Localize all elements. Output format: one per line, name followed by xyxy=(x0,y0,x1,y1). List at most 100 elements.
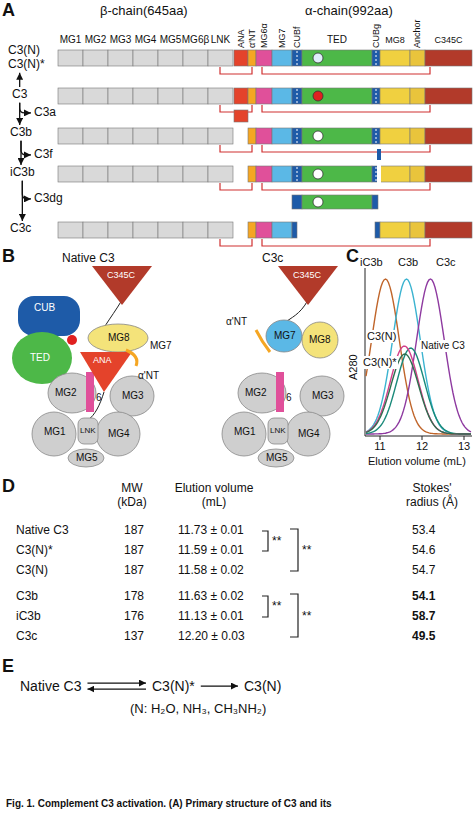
table-cell: 187 xyxy=(124,524,144,538)
label-text: MG1 xyxy=(44,426,66,438)
label-text: ANA xyxy=(236,29,246,48)
label-text: MG2 xyxy=(85,34,107,46)
label-text: MG4 xyxy=(108,428,130,440)
table-cell: iC3b xyxy=(16,610,41,624)
node-text: C3b xyxy=(10,125,32,139)
label-text: MG2 xyxy=(55,387,77,399)
label-text: (N: H₂O, NH₃, CH₃NH₂) xyxy=(130,702,266,717)
label-text: MG5 xyxy=(160,34,182,46)
label-text: TED xyxy=(327,34,347,46)
label-text: 6 xyxy=(96,392,102,404)
label-text: MG6β xyxy=(182,34,209,46)
label-text: 13 xyxy=(458,440,470,453)
node-text: Native C3 xyxy=(20,678,81,694)
fragment-label: C3dg xyxy=(32,192,65,206)
label-text: MG6α xyxy=(259,23,269,48)
table-cell: C3(N) xyxy=(16,564,48,578)
node-text: C3(N) xyxy=(244,678,281,694)
label-text: TED xyxy=(30,352,50,364)
panel-letter: E xyxy=(2,656,14,677)
fragment-label: C3c xyxy=(8,222,33,236)
reaction-arrow xyxy=(87,682,146,683)
node-text: C3f xyxy=(34,147,53,161)
label-text: Native C3 xyxy=(420,340,466,352)
state-label: C3(N) xyxy=(242,678,283,694)
reaction-arrow xyxy=(87,688,146,689)
fragment-label: iC3b xyxy=(8,166,37,180)
table-cell: 187 xyxy=(124,544,144,558)
figure-caption: Fig. 1. Complement C3 activation. (A) Pr… xyxy=(6,798,332,810)
label-text: LNK xyxy=(270,426,286,435)
label-text: MW (kDa) xyxy=(112,482,152,510)
fragment-label: C3b xyxy=(8,126,34,140)
label-text: Elution volume (mL) xyxy=(368,455,466,468)
label-text: β-chain(645aa) xyxy=(100,4,188,19)
label-text: α'NT xyxy=(226,316,247,328)
label-text: MG7 xyxy=(277,28,287,48)
label-text: α'NT xyxy=(247,29,257,48)
label-text: MG5 xyxy=(76,452,98,464)
label-text: α'NT xyxy=(138,370,159,382)
panel-letter: B xyxy=(2,246,15,267)
table-cell: 11.63 ± 0.02 xyxy=(178,590,244,604)
label-text: Anchor xyxy=(412,19,422,48)
label-text: α-chain(992aa) xyxy=(305,4,393,19)
node-text: C3(N) xyxy=(8,43,40,57)
fragment-label: C3(N) xyxy=(6,44,42,58)
reaction-arrow xyxy=(19,103,20,125)
label-text: MG8 xyxy=(385,35,405,45)
label-text: MG3 xyxy=(122,390,144,402)
table-cell: 178 xyxy=(124,590,144,604)
node-text: C3a xyxy=(34,105,56,119)
table-cell: 54.6 xyxy=(412,544,435,558)
table-cell: 137 xyxy=(124,630,144,644)
label-text: LNK xyxy=(80,426,96,435)
label-text: MG8 xyxy=(108,332,130,344)
label-text: C3c xyxy=(262,252,283,266)
label-text: C345C xyxy=(434,35,462,45)
table-cell: ** xyxy=(272,600,281,614)
node-text: iC3b xyxy=(10,165,35,179)
table-cell: 176 xyxy=(124,610,144,624)
fragment-label: C3f xyxy=(32,148,55,162)
label-text: 6 xyxy=(286,392,292,404)
table-cell: Native C3 xyxy=(16,524,69,538)
table-cell: ** xyxy=(302,544,311,558)
label-text: MG2 xyxy=(245,387,267,399)
table-cell: 187 xyxy=(124,564,144,578)
table-cell: 53.4 xyxy=(412,524,435,538)
panel-letter: C xyxy=(346,246,359,267)
label-text: A280 xyxy=(347,354,360,380)
node-text: C3(N)* xyxy=(8,57,45,71)
label-text: MG1 xyxy=(60,34,82,46)
label-text: MG3 xyxy=(312,390,334,402)
table-cell: 54.7 xyxy=(412,564,435,578)
label-text: 12 xyxy=(416,440,428,453)
reaction-arrow xyxy=(22,181,23,221)
label-text: iC3b xyxy=(360,256,383,269)
table-cell: ** xyxy=(302,610,311,624)
state-label: C3(N)* xyxy=(150,678,197,694)
label-text: ANA xyxy=(93,355,112,365)
label-text: MG4 xyxy=(298,428,320,440)
table-cell: C3b xyxy=(16,590,38,604)
table-cell: 11.58 ± 0.02 xyxy=(178,564,244,578)
reaction-arrow xyxy=(201,685,238,686)
fragment-label: C3 xyxy=(10,88,29,102)
node-text: C3c xyxy=(10,221,31,235)
label-text: MG3 xyxy=(110,34,132,46)
reaction-arrow xyxy=(22,181,31,199)
label-text: LNK xyxy=(211,34,230,46)
label-text: CUBf xyxy=(292,26,302,48)
label-text: C345C xyxy=(293,270,321,280)
node-text: C3dg xyxy=(34,191,63,205)
label-text: MG7 xyxy=(150,340,172,352)
label-text: Elution volume (mL) xyxy=(172,482,256,510)
table-cell: 58.7 xyxy=(412,610,435,624)
label-text: MG7 xyxy=(274,330,296,342)
table-cell: 11.13 ± 0.01 xyxy=(178,610,244,624)
node-text: C3 xyxy=(12,87,27,101)
label-text: 11 xyxy=(374,440,385,453)
